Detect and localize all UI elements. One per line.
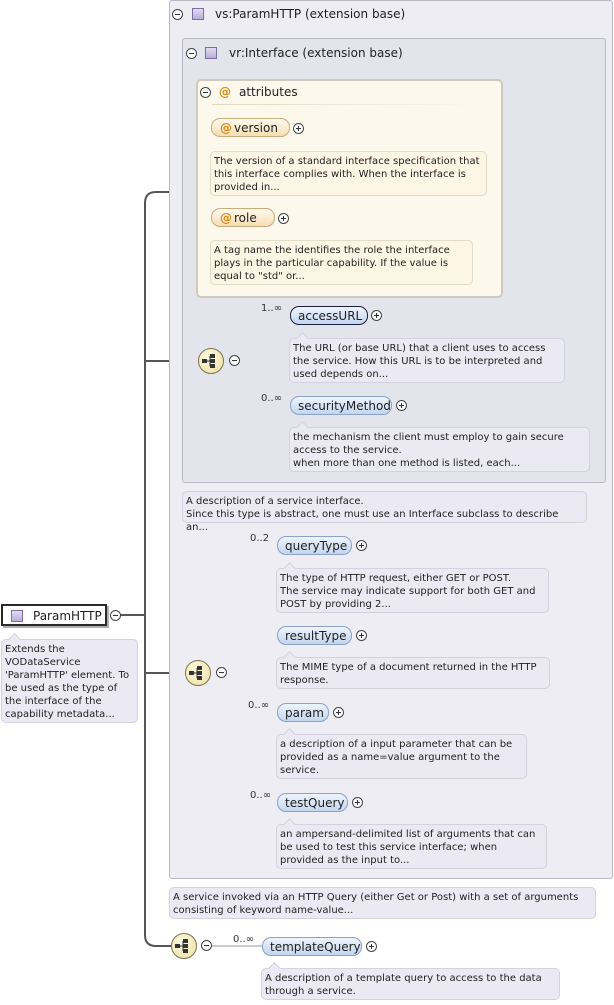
element-resulttype[interactable]: resultType (277, 626, 352, 645)
testquery-cardinality: 0..∞ (250, 790, 272, 801)
attributes-divider (212, 104, 474, 105)
attribute-role[interactable]: @role (211, 208, 275, 227)
root-element-paramhttp[interactable]: ParamHTTP (1, 604, 107, 626)
attributes-title: attributes (239, 85, 298, 99)
attribute-icon: @ (219, 85, 231, 99)
collapse-toggle-icon[interactable] (216, 667, 227, 678)
attribute-role-doc: A tag name the identifies the role the i… (210, 240, 473, 285)
paramhttp-extension-doc: A service invoked via an HTTP Query (eit… (169, 887, 596, 919)
accessurl-doc: The URL (or base URL) that a client uses… (289, 332, 565, 383)
complex-type-icon (205, 47, 217, 59)
attribute-icon: @ (220, 121, 232, 135)
collapse-toggle-icon[interactable] (201, 940, 212, 951)
expand-toggle-icon[interactable] (278, 213, 289, 224)
element-securitymethod[interactable]: securityMethod (290, 396, 392, 415)
attribute-version-doc: The version of a standard interface spec… (210, 151, 487, 196)
resulttype-doc: The MIME type of a document returned in … (276, 651, 550, 689)
element-querytype[interactable]: queryType (277, 536, 352, 555)
element-param[interactable]: param (277, 703, 329, 722)
templatequery-cardinality: 0..∞ (233, 934, 255, 945)
collapse-toggle-icon[interactable] (110, 610, 121, 621)
collapse-toggle-icon[interactable] (186, 48, 197, 59)
templatequery-doc: A description of a template query to acc… (261, 962, 560, 1000)
element-accessurl[interactable]: accessURL (290, 306, 368, 325)
querytype-doc: The type of HTTP request, either GET or … (276, 562, 549, 613)
collapse-toggle-icon[interactable] (229, 355, 240, 366)
interface-doc: A description of a service interface. Si… (182, 491, 587, 533)
sequence-compositor-icon[interactable] (185, 660, 211, 686)
testquery-doc: an ampersand-delimited list of arguments… (276, 818, 547, 869)
paramhttp-extension-title: vs:ParamHTTP (extension base) (215, 7, 406, 21)
collapse-toggle-icon[interactable] (200, 87, 211, 98)
securitymethod-doc: the mechanism the client must employ to … (289, 421, 590, 472)
expand-toggle-icon[interactable] (396, 400, 407, 411)
expand-toggle-icon[interactable] (352, 797, 363, 808)
root-doc: Extends the VODataService 'ParamHTTP' el… (1, 633, 138, 723)
attribute-version[interactable]: @version (211, 118, 290, 137)
complex-type-icon (11, 610, 23, 622)
element-templatequery[interactable]: templateQuery (262, 937, 362, 956)
sequence-compositor-icon[interactable] (171, 933, 197, 959)
param-cardinality: 0..∞ (248, 700, 270, 711)
expand-toggle-icon[interactable] (333, 707, 344, 718)
param-doc: a description of a input parameter that … (276, 728, 527, 779)
expand-toggle-icon[interactable] (293, 123, 304, 134)
expand-toggle-icon[interactable] (356, 540, 367, 551)
attribute-icon: @ (220, 211, 232, 225)
accessurl-cardinality: 1..∞ (261, 303, 283, 314)
collapse-toggle-icon[interactable] (172, 9, 183, 20)
element-testquery[interactable]: testQuery (277, 793, 348, 812)
expand-toggle-icon[interactable] (366, 941, 377, 952)
expand-toggle-icon[interactable] (371, 310, 382, 321)
complex-type-icon (192, 8, 204, 20)
securitymethod-cardinality: 0..∞ (261, 393, 283, 404)
sequence-compositor-icon[interactable] (198, 348, 224, 374)
querytype-cardinality: 0..2 (250, 533, 270, 544)
interface-extension-title: vr:Interface (extension base) (229, 46, 403, 60)
expand-toggle-icon[interactable] (356, 630, 367, 641)
